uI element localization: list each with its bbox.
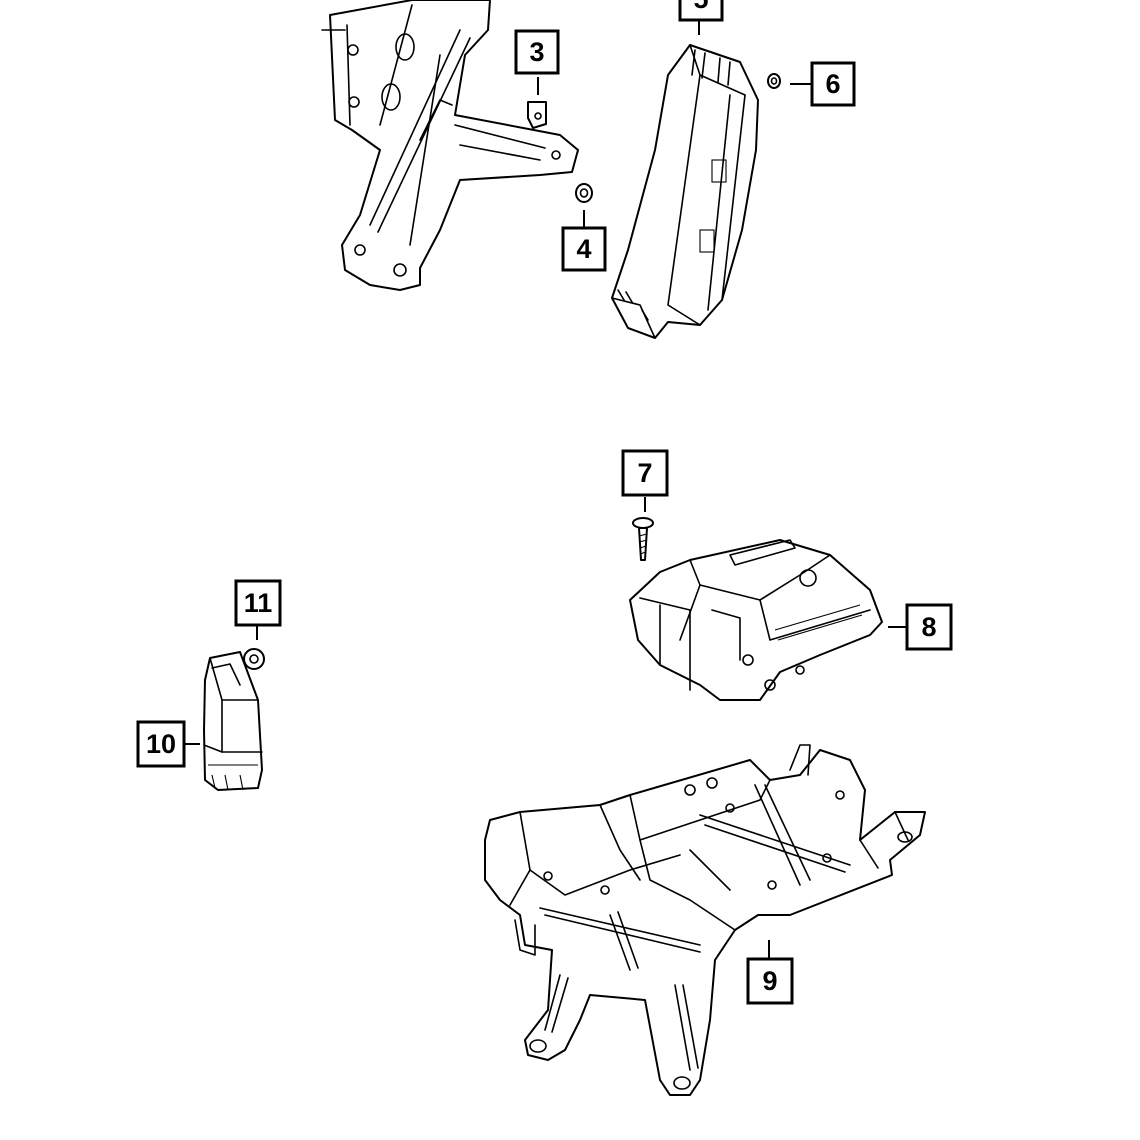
- callout-7-label: 7: [637, 458, 652, 488]
- relay-nut: [243, 648, 265, 670]
- lower-mounting-bracket: [484, 744, 926, 1096]
- callout-3-label: 3: [529, 37, 544, 67]
- callout-8: 8: [905, 603, 953, 651]
- callout-9: 9: [746, 957, 794, 1005]
- clip-nut: [527, 101, 547, 129]
- callout-9-label: 9: [762, 966, 777, 996]
- callout-10-label: 10: [146, 729, 176, 759]
- callout-10: 10: [136, 720, 186, 768]
- callout-3: 3: [514, 29, 560, 75]
- callout-6: 6: [810, 61, 856, 107]
- push-nut: [767, 73, 781, 89]
- callout-6-label: 6: [825, 69, 840, 99]
- engine-control-module: [629, 539, 883, 701]
- callout-4: 4: [561, 226, 607, 272]
- upper-mounting-bracket: [321, 0, 579, 291]
- callout-11-label: 11: [244, 588, 273, 618]
- leader-lines: [185, 20, 906, 958]
- relay-module: [203, 651, 263, 791]
- callout-7: 7: [621, 449, 669, 497]
- callout-5: 5: [678, 0, 724, 22]
- callout-4-label: 4: [576, 234, 591, 264]
- control-module-upper: [611, 44, 759, 339]
- callout-5-label: 5: [693, 0, 708, 14]
- callout-8-label: 8: [921, 612, 936, 642]
- mounting-screw: [632, 517, 654, 561]
- callout-11: 11: [234, 579, 282, 627]
- hex-nut-small: [575, 183, 593, 203]
